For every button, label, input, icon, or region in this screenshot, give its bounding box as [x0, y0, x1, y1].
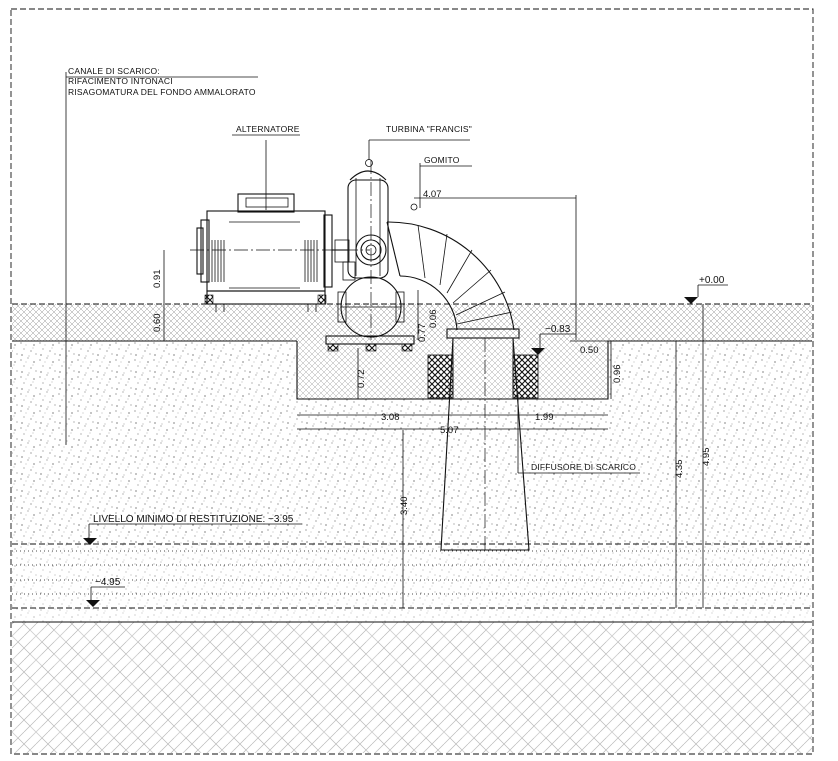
canale-annotation: CANALE DI SCARICO: RIFACIMENTO INTONACI … [65, 66, 258, 445]
dim-340: 3.40 [399, 497, 410, 516]
level-083-text: −0.83 [545, 324, 571, 335]
level-marker-icon [684, 297, 698, 304]
gomito-elbow: GOMITO [386, 155, 520, 339]
canale-title: CANALE DI SCARICO: [68, 66, 160, 76]
dim-308: 3.08 [381, 412, 400, 423]
diffusore-draft-tube: DIFFUSORE DI SCARICO [440, 337, 640, 551]
level-minimo-text: LIVELLO MINIMO DI RESTITUZIONE: −3.95 [93, 514, 294, 525]
dim-407: 4.07 [423, 189, 442, 200]
dim-050: 0.50 [580, 345, 599, 356]
dim-507: 5.07 [440, 425, 459, 436]
level-495-text: −4.95 [95, 577, 121, 588]
alternator-fins-right [304, 240, 318, 282]
level-zero: +0.00 [684, 275, 728, 304]
level-minus-083: −0.83 [531, 324, 576, 355]
dim-199: 1.99 [535, 412, 554, 423]
label-gomito: GOMITO [424, 155, 460, 165]
label-diffusore: DIFFUSORE DI SCARICO [531, 462, 636, 472]
drawing-frame [10, 8, 814, 755]
level-zero-text: +0.00 [699, 275, 725, 286]
dimension-lines: 4.07 0.91 0.60 0.06 0.77 0.72 0.50 0.96 … [152, 189, 712, 608]
dim-435: 4.35 [674, 460, 685, 479]
dim-006: 0.06 [428, 310, 439, 329]
canale-line2: RISAGOMATURA DEL FONDO AMMALORATO [68, 87, 256, 97]
dim-072: 0.72 [356, 370, 367, 389]
dim-060: 0.60 [152, 314, 163, 333]
label-alternatore: ALTERNATORE [236, 124, 300, 134]
level-marker-icon [86, 600, 100, 607]
level-markers: +0.00 −0.83 LIVELLO MINIMO DI RESTITUZIO… [83, 275, 728, 607]
ground-zones [12, 304, 812, 753]
level-marker-icon [83, 538, 97, 545]
alternator-fins-left [211, 240, 225, 282]
level-minus-495: −4.95 [86, 577, 125, 607]
structure-lines [12, 303, 812, 623]
dim-096: 0.96 [612, 365, 623, 384]
level-minimo: LIVELLO MINIMO DI RESTITUZIONE: −3.95 [83, 514, 302, 545]
canale-line1: RIFACIMENTO INTONACI [68, 76, 173, 86]
alternator: ALTERNATORE [190, 124, 370, 312]
francis-turbine: TURBINA "FRANCIS" [325, 124, 472, 352]
dim-495: 4.95 [701, 448, 712, 467]
label-turbina: TURBINA "FRANCIS" [386, 124, 472, 134]
lifting-eye-icon [365, 159, 373, 167]
lifting-eye-icon [410, 203, 418, 211]
dim-091: 0.91 [152, 270, 163, 289]
level-marker-icon [531, 348, 545, 355]
dim-077: 0.77 [417, 324, 428, 343]
